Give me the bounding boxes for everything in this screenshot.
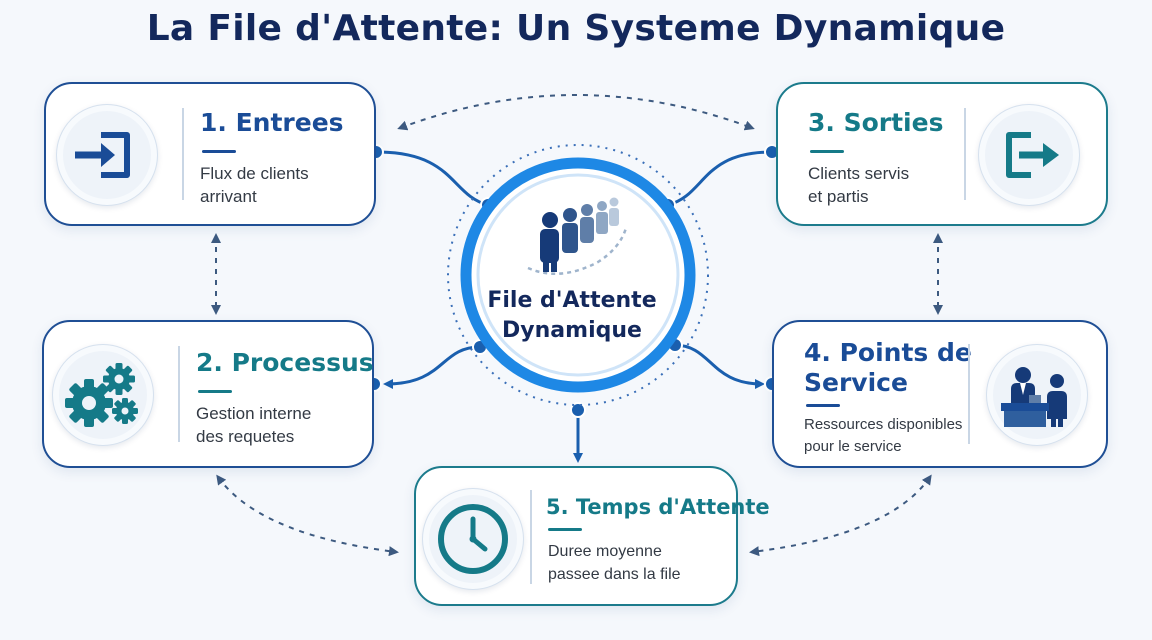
card-separator bbox=[182, 108, 184, 200]
queue-people-icon bbox=[527, 197, 628, 275]
desc-line: Flux de clients bbox=[200, 164, 309, 183]
card-entrees-desc: Flux de clients arrivant bbox=[200, 162, 309, 208]
dashed-arrow-points-temps bbox=[749, 474, 932, 557]
link-center-sorties bbox=[667, 150, 773, 207]
card-separator bbox=[968, 344, 970, 444]
card-points-de-service: 4. Points de Service Ressources disponib… bbox=[772, 320, 1108, 468]
desc-line: Duree moyenne bbox=[548, 543, 662, 560]
desc-line: passee dans la file bbox=[548, 566, 681, 583]
gears-icon bbox=[52, 344, 154, 446]
card-separator bbox=[178, 346, 180, 442]
card-entrees-title: 1. Entrees bbox=[200, 108, 344, 137]
center-label-line2: Dynamique bbox=[502, 318, 642, 343]
enter-arrow-icon bbox=[56, 104, 158, 206]
center-label: File d'Attente Dynamique bbox=[467, 286, 677, 346]
desc-line: des requetes bbox=[196, 427, 295, 446]
center-hub bbox=[447, 144, 709, 406]
title-underline bbox=[202, 150, 236, 153]
desc-line: Clients servis bbox=[808, 164, 910, 183]
desc-line: arrivant bbox=[200, 187, 257, 206]
card-temps-attente: 5. Temps d'Attente Duree moyenne passee … bbox=[414, 466, 770, 606]
title-line: Service bbox=[804, 368, 908, 397]
link-center-entrees bbox=[375, 150, 489, 207]
exit-arrow-icon bbox=[978, 104, 1080, 206]
title-underline bbox=[810, 150, 844, 153]
card-temps-desc: Duree moyenne passee dans la file bbox=[548, 540, 681, 586]
card-processus-desc: Gestion interne des requetes bbox=[196, 402, 311, 448]
dashed-arrow-processus-temps bbox=[216, 474, 399, 557]
link-center-points bbox=[673, 343, 765, 389]
clock-icon bbox=[422, 488, 524, 590]
desc-line: Gestion interne bbox=[196, 404, 312, 423]
card-processus: 2. Processus Gestion interne des requete… bbox=[42, 320, 374, 468]
title-underline bbox=[198, 390, 232, 393]
card-temps-title: 5. Temps d'Attente bbox=[546, 495, 770, 519]
card-points-desc: Ressources disponibles pour le service bbox=[804, 414, 962, 458]
title-line: 4. Points de bbox=[804, 338, 972, 367]
title-underline bbox=[548, 528, 582, 531]
desc-line: Ressources disponibles bbox=[804, 416, 963, 433]
card-sorties-title: 3. Sorties bbox=[808, 108, 944, 137]
title-underline bbox=[806, 404, 840, 407]
card-points-title: 4. Points de Service bbox=[804, 338, 972, 398]
desc-line: et partis bbox=[808, 187, 869, 206]
card-processus-title: 2. Processus bbox=[196, 348, 374, 377]
desc-line: pour le service bbox=[804, 438, 902, 455]
center-label-line1: File d'Attente bbox=[487, 288, 657, 313]
card-sorties-desc: Clients servis et partis bbox=[808, 162, 909, 208]
dashed-arrow-entrees-sorties bbox=[397, 94, 755, 131]
page-title: La File d'Attente: Un Systeme Dynamique bbox=[146, 8, 1006, 49]
card-separator bbox=[530, 490, 532, 584]
link-center-processus bbox=[383, 345, 481, 389]
card-separator bbox=[964, 108, 966, 200]
card-sorties: 3. Sorties Clients servis et partis bbox=[776, 82, 1108, 226]
service-desk-icon bbox=[986, 344, 1088, 446]
card-entrees: 1. Entrees Flux de clients arrivant bbox=[44, 82, 376, 226]
